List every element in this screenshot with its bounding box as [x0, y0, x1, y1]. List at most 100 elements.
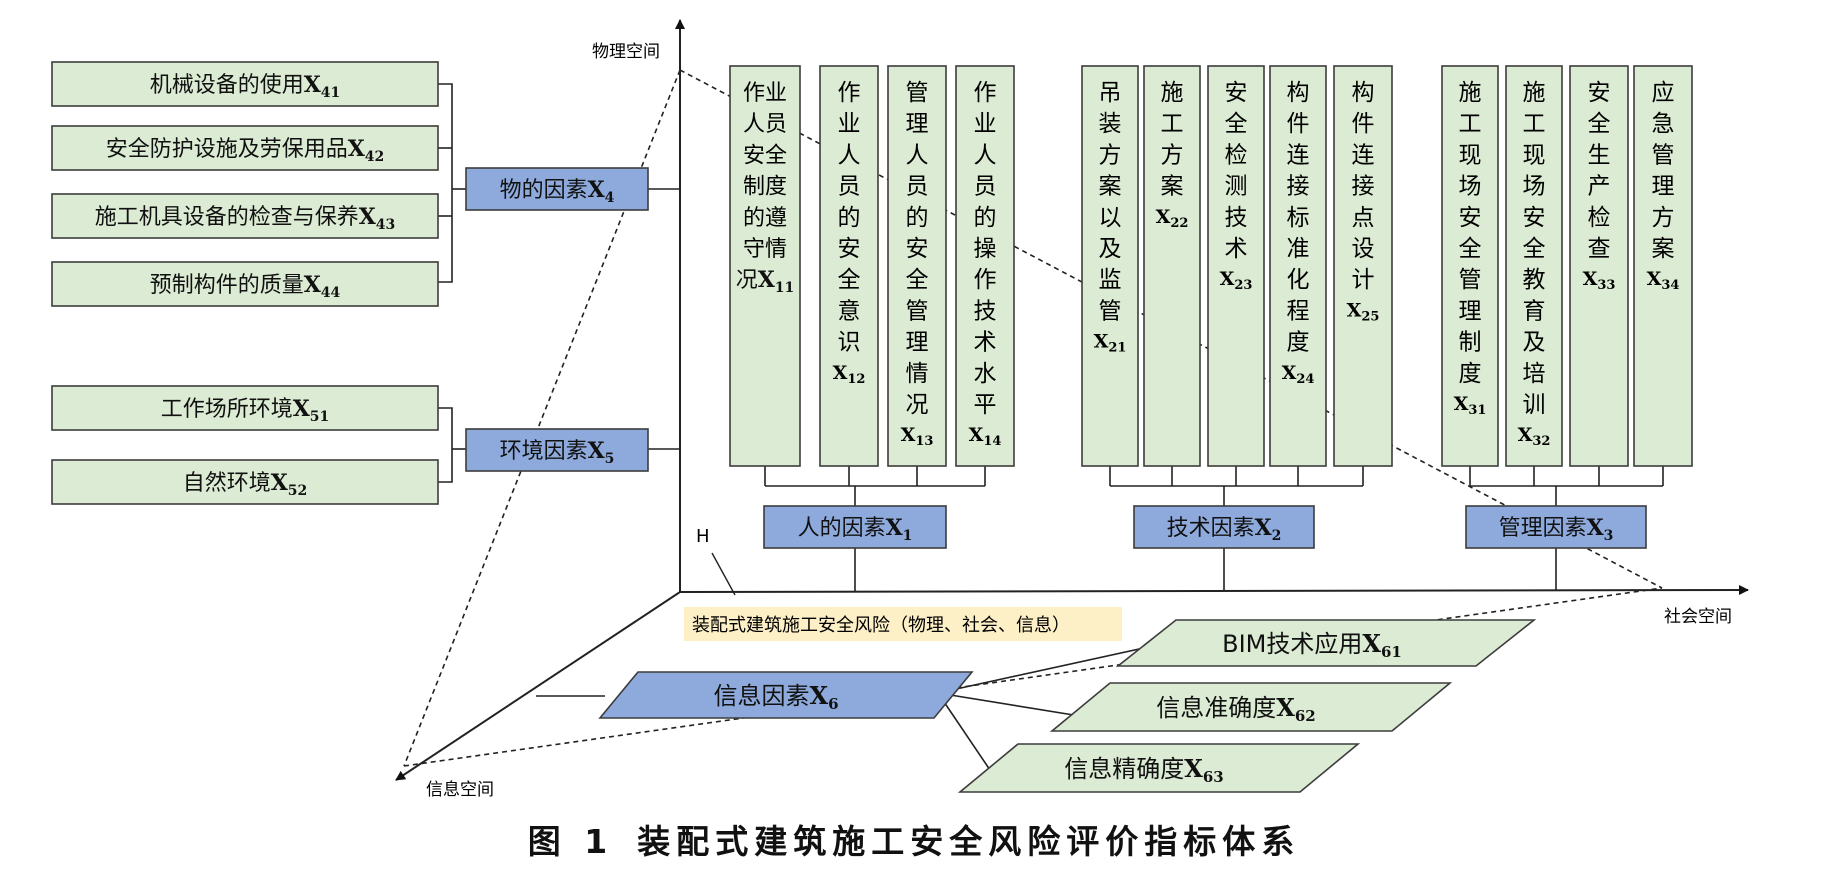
indicator-column-x25 [1333, 65, 1393, 467]
indicator-char: 管 [1099, 298, 1122, 324]
indicator-char: 设 [1352, 236, 1375, 262]
indicator-code-x21: X21 [1094, 331, 1127, 356]
indicator-char: 工 [1523, 111, 1546, 137]
h-pointer [711, 552, 736, 596]
indicator-char: 吊 [1099, 80, 1122, 106]
group-box-x3 [1465, 505, 1647, 549]
indicator-char: 作 [974, 267, 997, 293]
indicator-char: 安 [906, 236, 929, 262]
indicator-char: 作 [838, 80, 861, 106]
factor-label-x42: 安全防护设施及劳保用品X42 [106, 136, 385, 165]
indicator-char: 案 [1161, 174, 1184, 200]
indicator-char: 案 [1099, 174, 1122, 200]
indicator-char: 工 [1161, 111, 1184, 137]
indicator-char: 理 [906, 111, 929, 137]
indicator-char: 全 [838, 267, 861, 293]
indicator-char: 安 [1225, 80, 1248, 106]
indicator-char: 产 [1588, 174, 1611, 200]
indicator-code-x22: X22 [1156, 206, 1189, 231]
indicator-char: 安 [1588, 80, 1611, 106]
factor-label-x43: 施工机具设备的检查与保养X43 [95, 204, 396, 233]
indicator-char: 操 [974, 236, 997, 262]
social-axis-label: 社会空间 [1664, 607, 1732, 627]
indicator-char: 管 [906, 80, 929, 106]
group-box-x5 [465, 428, 649, 472]
indicator-char: 施 [1523, 80, 1546, 106]
indicator-column-x32 [1505, 65, 1563, 467]
indicator-char: 业 [974, 111, 997, 137]
center-label-bg [684, 607, 1122, 641]
indicator-char: 平 [974, 392, 997, 418]
indicator-char: 理 [1459, 298, 1482, 324]
info-axis-label: 信息空间 [426, 780, 494, 800]
indicator-char: 技 [1225, 205, 1248, 231]
indicator-char: 现 [1459, 142, 1482, 168]
indicator-char: 业 [838, 111, 861, 137]
indicator-char: 人 [974, 142, 997, 168]
info-label-x61: BIM技术应用X61 [1222, 629, 1402, 661]
social-axis-arrow [679, 585, 1749, 596]
indicator-char: 接 [1352, 174, 1375, 200]
group-box-x2 [1133, 505, 1315, 549]
indicator-text-row: 的遵 [743, 206, 787, 231]
center-label: 装配式建筑施工安全风险（物理、社会、信息） [692, 615, 1070, 636]
info-label-x62: 信息准确度X62 [1156, 693, 1316, 725]
factor-box-x44 [51, 261, 439, 307]
dashed-edge [403, 587, 1663, 767]
indicator-char: 员 [838, 174, 861, 200]
info-box-x63 [957, 743, 1361, 793]
group-label-x3: 管理因素X3 [1499, 515, 1614, 544]
indicator-char: 以 [1099, 205, 1122, 231]
indicator-char: 案 [1652, 236, 1675, 262]
indicator-code-x12: X12 [833, 362, 866, 387]
indicator-char: 水 [974, 361, 997, 387]
indicator-char: 培 [1523, 361, 1546, 387]
indicator-char: 施 [1161, 80, 1184, 106]
indicator-char: 连 [1352, 142, 1375, 168]
indicator-text-row: 人员 [743, 112, 787, 137]
indicator-char: 接 [1287, 174, 1310, 200]
indicator-char: 术 [1225, 236, 1248, 262]
indicator-column-x33 [1569, 65, 1629, 467]
indicator-char: 员 [906, 174, 929, 200]
indicator-text-row: 作业 [743, 81, 787, 106]
indicator-column-x34 [1633, 65, 1693, 467]
factor-label-x41: 机械设备的使用X41 [150, 72, 341, 101]
group-label-x6: 信息因素X6 [713, 681, 838, 713]
info-link-x63 [937, 692, 991, 771]
indicator-char: 的 [974, 205, 997, 231]
indicator-char: 场 [1523, 174, 1546, 200]
indicator-char: 识 [838, 330, 861, 356]
indicator-char: 育 [1523, 298, 1546, 324]
indicator-char: 现 [1523, 142, 1546, 168]
indicator-char: 点 [1352, 205, 1375, 231]
factor-label-x52: 自然环境X52 [183, 470, 308, 499]
indicator-char: 理 [906, 330, 929, 356]
indicator-column-x21 [1081, 65, 1139, 467]
indicator-char: 构 [1287, 80, 1310, 106]
indicator-code-x25: X25 [1347, 299, 1380, 324]
indicator-char: 管 [1459, 267, 1482, 293]
indicator-column-x22 [1143, 65, 1201, 467]
indicator-char: 装 [1099, 111, 1122, 137]
indicator-column-x23 [1207, 65, 1265, 467]
indicator-char: 训 [1523, 392, 1546, 418]
indicator-char: 查 [1588, 236, 1611, 262]
indicator-char: 件 [1287, 111, 1310, 137]
indicator-char: 管 [1652, 142, 1675, 168]
indicator-code-x14: X14 [969, 424, 1002, 449]
h-label: H [696, 526, 710, 547]
indicator-char: 测 [1225, 174, 1248, 200]
group-box-x6 [598, 671, 974, 719]
indicator-char: 况 [906, 392, 929, 418]
indicator-char: 件 [1352, 111, 1375, 137]
indicator-column-x13 [887, 65, 947, 467]
indicator-text-row: 制度 [743, 175, 787, 200]
factor-box-x43 [51, 193, 439, 239]
indicator-char: 安 [838, 236, 861, 262]
physical-axis-label: 物理空间 [592, 42, 660, 62]
indicator-char: 程 [1287, 298, 1310, 324]
indicator-char: 应 [1652, 80, 1675, 106]
connector-lines [395, 19, 1749, 781]
